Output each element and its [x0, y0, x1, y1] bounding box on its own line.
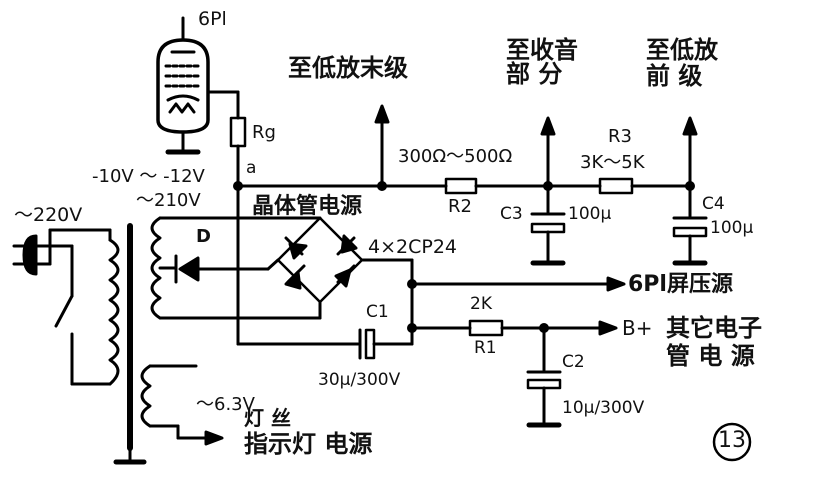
resistor-r1 — [407, 319, 618, 337]
to-detector-line2: 部 分 — [506, 60, 563, 88]
heater-caption-line1: 灯 丝 — [244, 406, 291, 430]
c4-value-label: 100μ — [710, 218, 754, 238]
tube-6p1-symbol — [156, 16, 240, 155]
figure-number: 13 — [718, 428, 746, 453]
c4-label: C4 — [702, 194, 725, 214]
to-preamp-line2: 前 级 — [646, 62, 703, 90]
hv-secondary-label: ～210V — [136, 190, 201, 211]
rg-label: Rg — [252, 122, 276, 143]
transistor-supply-label: 晶体管电源 — [252, 194, 363, 219]
c2-value-label: 10μ/300V — [562, 398, 645, 418]
figure-number-circle — [712, 422, 752, 462]
capacitor-c1 — [236, 326, 414, 360]
ac-plug-icon — [12, 228, 112, 386]
transistor-supply-bus — [233, 177, 695, 195]
c2-label: C2 — [562, 352, 585, 372]
resistor-r2 — [444, 177, 478, 195]
capacitor-c3 — [530, 184, 566, 266]
output-arrows — [374, 104, 698, 188]
c3-value-label: 100μ — [568, 204, 612, 224]
r3-label: R3 — [608, 126, 632, 147]
transformer-primary-coil — [108, 228, 120, 386]
resistor-r3 — [598, 177, 634, 195]
ac-input-label: ～220V — [14, 204, 83, 226]
node-a-label: a — [246, 158, 257, 178]
to-preamp-line1: 至低放 — [646, 36, 718, 64]
b-plus-label: B+ — [622, 316, 653, 340]
other-tube-supply-line1: 其它电子 — [666, 314, 762, 342]
c1-value-label: 30μ/300V — [318, 370, 401, 390]
capacitor-c2 — [526, 326, 562, 428]
bias-voltage-label: -10V ～ -12V — [92, 166, 205, 187]
transformer-core — [113, 223, 147, 465]
other-tube-supply-line2: 管 电 源 — [666, 342, 755, 370]
diode-d-label: D — [196, 226, 211, 247]
r2-label: R2 — [448, 196, 472, 217]
to-low-final-label: 至低放末级 — [288, 54, 408, 82]
transformer-heater-coil — [140, 364, 224, 446]
heater-voltage-label: ～6.3V — [196, 394, 255, 415]
r1-value-label: 2K — [470, 294, 492, 314]
r2-value-label: 300Ω～500Ω — [398, 146, 513, 167]
resistor-rg — [229, 116, 247, 148]
plate-supply-label: 6Pl屏压源 — [628, 272, 733, 297]
bridge-label: 4×2CP24 — [368, 236, 457, 258]
r1-label: R1 — [474, 338, 497, 358]
c3-label: C3 — [500, 204, 523, 224]
heater-caption-line2: 指示灯 电源 — [244, 430, 373, 458]
r3-value-label: 3K～5K — [580, 152, 645, 173]
c1-label: C1 — [366, 302, 389, 322]
diode-d — [174, 184, 270, 346]
capacitor-c4 — [672, 184, 708, 266]
to-detector-line1: 至收音 — [506, 36, 578, 64]
transformer-secondary-hv-coil — [150, 216, 322, 320]
bridge-rectifier — [266, 216, 626, 330]
tube-label: 6Pl — [198, 8, 227, 30]
